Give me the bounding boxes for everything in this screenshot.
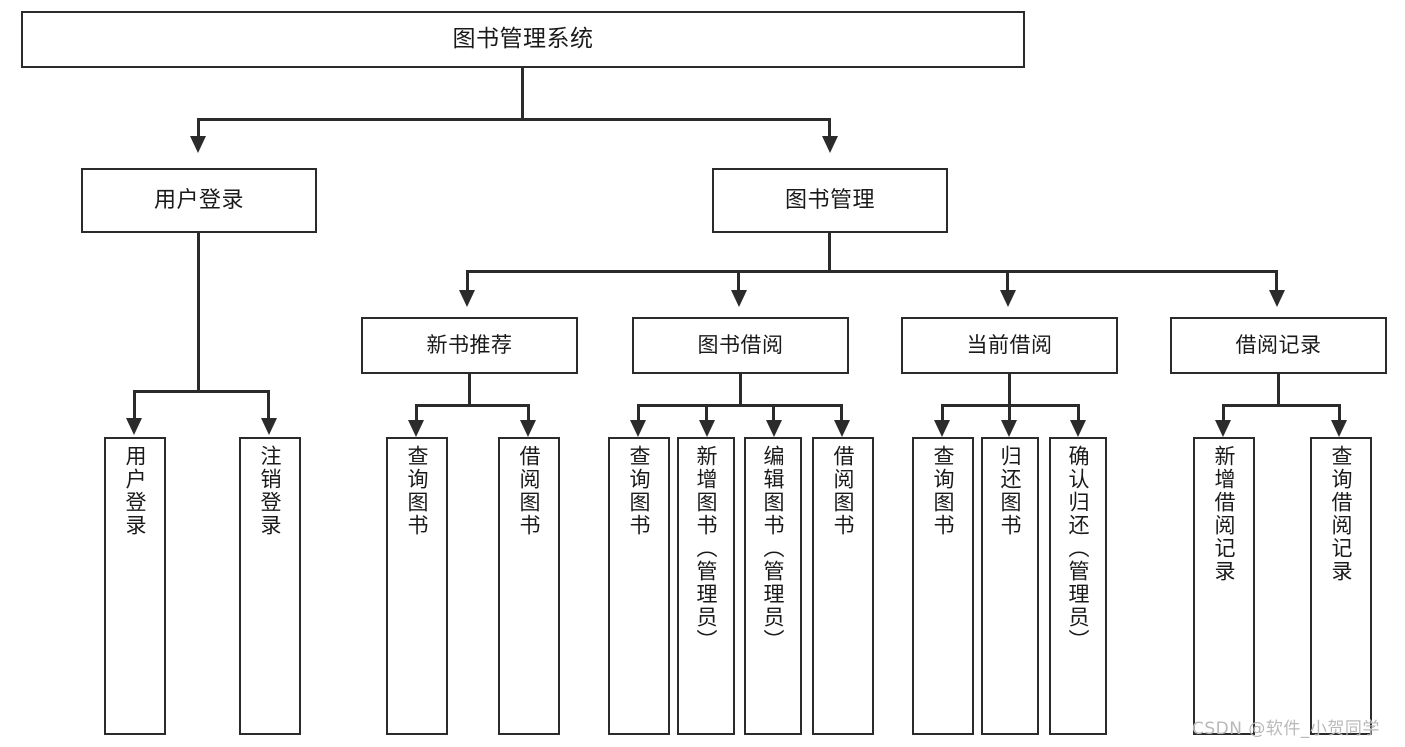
node-leaf-user-login[interactable]: 用户登录	[104, 437, 166, 735]
node-book-borrow[interactable]: 图书借阅	[632, 317, 849, 374]
connector-record-stem	[1277, 374, 1280, 406]
node-label: 编辑图书（管理员）	[761, 445, 786, 652]
node-leaf-confirm-return[interactable]: 确认归还（管理员）	[1049, 437, 1107, 735]
node-leaf-borrow-book-2[interactable]: 借阅图书	[812, 437, 874, 735]
node-leaf-add-record[interactable]: 新增借阅记录	[1193, 437, 1255, 735]
node-label: 查询图书	[627, 445, 652, 537]
arrow-to-leaf-borrow-book-1	[520, 420, 536, 437]
connector-current-leg-1	[941, 404, 944, 422]
connector-root-leg-left	[197, 118, 200, 138]
arrow-to-leaf-query-record	[1331, 420, 1347, 437]
node-label: 注销登录	[258, 445, 283, 537]
connector-user-login-stem	[197, 233, 200, 393]
connector-borrow-leg-2	[705, 404, 708, 422]
connector-level2-leg-4	[1275, 270, 1278, 292]
connector-borrow-leg-3	[772, 404, 775, 422]
connector-user-login-leg-1	[133, 390, 136, 420]
arrow-to-current-borrow	[1000, 290, 1016, 307]
connector-root-stem	[521, 68, 524, 120]
node-label: 查询图书	[405, 445, 430, 537]
arrow-to-leaf-borrow-book-2	[834, 420, 850, 437]
connector-user-login-leg-2	[267, 390, 270, 420]
arrow-to-leaf-user-login	[126, 418, 142, 435]
connector-book-management-stem	[828, 233, 831, 273]
connector-user-login-bus	[133, 390, 270, 393]
csdn-watermark: CSDN @软件_小贺同学	[1192, 719, 1380, 739]
connector-borrow-bus	[637, 404, 843, 407]
node-label: 图书借阅	[697, 333, 784, 358]
arrow-to-leaf-query-book-1	[408, 420, 424, 437]
connector-root-leg-right	[828, 118, 831, 138]
arrow-to-new-book-recommend	[459, 290, 475, 307]
node-leaf-add-book[interactable]: 新增图书（管理员）	[677, 437, 735, 735]
node-label: 图书管理系统	[452, 25, 594, 52]
arrow-to-leaf-confirm-return	[1070, 420, 1086, 437]
node-label: 新书推荐	[426, 333, 513, 358]
node-label: 确认归还（管理员）	[1066, 445, 1091, 652]
connector-record-bus	[1222, 404, 1341, 407]
node-label: 查询图书	[931, 445, 956, 537]
connector-borrow-stem	[739, 374, 742, 406]
arrow-to-leaf-return-book	[1001, 420, 1017, 437]
node-leaf-return-book[interactable]: 归还图书	[981, 437, 1039, 735]
connector-current-stem	[1008, 374, 1011, 406]
connector-record-leg-2	[1338, 404, 1341, 422]
connector-recommend-leg-2	[527, 404, 530, 422]
node-label: 借阅图书	[517, 445, 542, 537]
arrow-to-book-borrow	[731, 290, 747, 307]
node-label: 用户登录	[153, 187, 244, 213]
arrow-to-leaf-query-book-3	[934, 420, 950, 437]
arrow-to-leaf-add-book	[699, 420, 715, 437]
node-new-book-recommend[interactable]: 新书推荐	[361, 317, 578, 374]
connector-record-leg-1	[1222, 404, 1225, 422]
node-leaf-query-book-2[interactable]: 查询图书	[608, 437, 670, 735]
arrow-to-leaf-query-book-2	[630, 420, 646, 437]
node-book-management[interactable]: 图书管理	[712, 168, 948, 233]
node-current-borrow[interactable]: 当前借阅	[901, 317, 1118, 374]
connector-borrow-leg-1	[637, 404, 640, 422]
arrow-to-leaf-add-record	[1215, 420, 1231, 437]
connector-current-leg-3	[1077, 404, 1080, 422]
connector-borrow-leg-4	[840, 404, 843, 422]
node-user-login[interactable]: 用户登录	[81, 168, 317, 233]
node-label: 归还图书	[998, 445, 1023, 537]
connector-root-bus	[197, 118, 831, 121]
connector-level2-bus	[466, 270, 1278, 273]
arrow-to-user-login	[190, 136, 206, 153]
node-label: 查询借阅记录	[1329, 445, 1354, 583]
connector-level2-leg-3	[1006, 270, 1009, 292]
node-root-system[interactable]: 图书管理系统	[21, 11, 1025, 68]
node-leaf-query-book-1[interactable]: 查询图书	[386, 437, 448, 735]
arrow-to-borrow-record	[1269, 290, 1285, 307]
node-borrow-record[interactable]: 借阅记录	[1170, 317, 1387, 374]
connector-recommend-leg-1	[415, 404, 418, 422]
node-leaf-query-book-3[interactable]: 查询图书	[912, 437, 974, 735]
connector-level2-leg-1	[466, 270, 469, 292]
node-label: 新增借阅记录	[1212, 445, 1237, 583]
connector-recommend-stem	[468, 374, 471, 406]
node-label: 当前借阅	[966, 333, 1053, 358]
node-leaf-edit-book[interactable]: 编辑图书（管理员）	[744, 437, 802, 735]
connector-level2-leg-2	[737, 270, 740, 292]
node-label: 借阅记录	[1235, 333, 1322, 358]
node-label: 图书管理	[784, 187, 875, 213]
node-label: 新增图书（管理员）	[694, 445, 719, 652]
arrow-to-leaf-logout	[261, 418, 277, 435]
connector-current-leg-2	[1008, 404, 1011, 422]
connector-recommend-bus	[415, 404, 530, 407]
node-leaf-logout[interactable]: 注销登录	[239, 437, 301, 735]
node-leaf-borrow-book-1[interactable]: 借阅图书	[498, 437, 560, 735]
arrow-to-leaf-edit-book	[766, 420, 782, 437]
arrow-to-book-management	[822, 136, 838, 153]
node-label: 借阅图书	[831, 445, 856, 537]
node-leaf-query-record[interactable]: 查询借阅记录	[1310, 437, 1372, 735]
node-label: 用户登录	[123, 445, 148, 537]
